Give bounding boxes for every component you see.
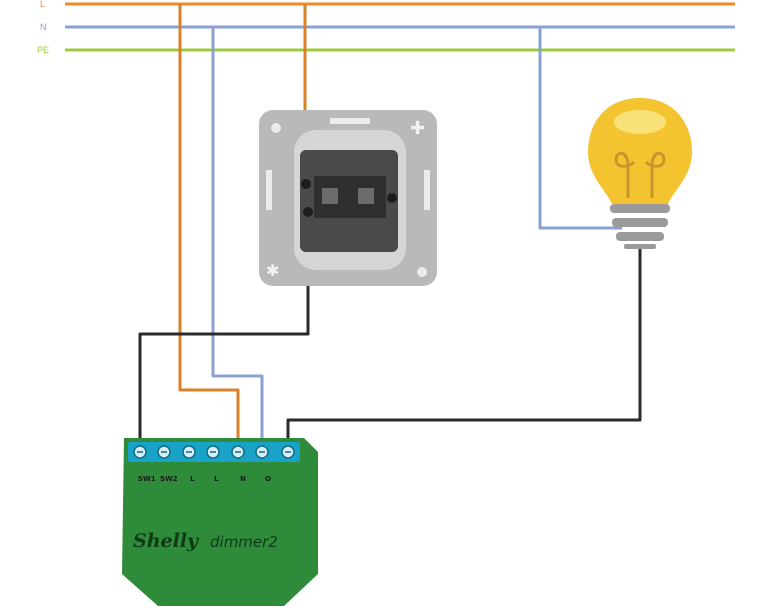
wires [138, 4, 642, 448]
switch-terminal-right [358, 188, 374, 204]
switch-terminal-screw-right [387, 193, 397, 203]
bulb-filament [614, 151, 666, 198]
switch-plate-cross-bottom-left: ✱ [266, 263, 279, 280]
phase-wire-to-module [178, 4, 240, 448]
terminal-label: SW2 [160, 475, 178, 483]
switch-plate-slot-top [330, 118, 370, 124]
switch-terminal-screw-phase [301, 179, 311, 189]
bus-n-label: N [40, 22, 47, 32]
terminal-label: SW1 [138, 475, 156, 483]
shelly-dimmer2-module: SW1 SW2 L L N O Shelly dimmer2 [122, 438, 318, 606]
bus-l-label: L [40, 0, 45, 9]
bulb-highlight [614, 110, 666, 134]
bus-lines: L N PE [37, 0, 735, 55]
terminal-screws [133, 445, 295, 459]
output-wire-to-lamp [286, 248, 642, 448]
switch-terminal-left [322, 188, 338, 204]
module-model: dimmer2 [210, 533, 278, 551]
bus-pe-label: PE [37, 45, 49, 55]
terminal-labels: SW1 SW2 L L N O [138, 475, 271, 483]
light-bulb-icon [588, 98, 692, 249]
bulb-glass [588, 98, 692, 204]
switch-plate-cross-top-right: ✚ [410, 118, 425, 138]
bulb-base [610, 204, 670, 249]
switch-terminal-screw-output [303, 207, 313, 217]
terminal-label: L [214, 475, 219, 483]
terminal-label: N [240, 475, 246, 483]
module-housing [122, 438, 318, 606]
module-brand: Shelly [133, 530, 200, 552]
terminal-label: L [190, 475, 195, 483]
switch-plate-slot-left [266, 170, 272, 210]
switch-screw-hole-bottom-right [417, 267, 427, 277]
neutral-wire-to-module [211, 27, 264, 448]
wall-switch-icon: ✚ ✱ [259, 110, 437, 286]
switch-plate-slot-right [424, 170, 430, 210]
switch-screw-hole-top-left [271, 123, 281, 133]
neutral-wire-to-lamp [538, 27, 622, 230]
terminal-label: O [265, 475, 271, 483]
